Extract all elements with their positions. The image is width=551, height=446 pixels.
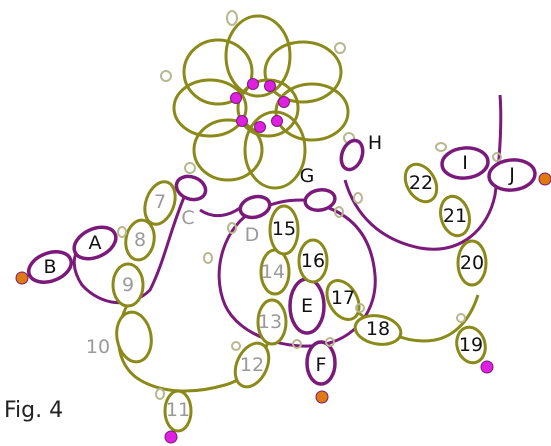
ring-J [487,158,537,192]
ring-I [440,146,490,180]
ring-21 [439,194,471,238]
ring-B [27,250,73,284]
label-9: 9 [122,274,134,296]
label-J: J [508,164,515,186]
purple-rings [27,138,537,386]
ring-C [174,174,208,202]
ring-19 [455,325,487,365]
orange-bead [538,172,551,186]
label-14: 14 [261,261,285,283]
label-15: 15 [272,218,296,240]
label-22: 22 [409,172,433,194]
olive-rings [111,162,488,433]
label-H: H [368,132,382,154]
figure-caption: Fig. 4 [4,398,64,423]
flower-picots [160,10,355,174]
chain-picots [117,142,502,400]
flower-petal [236,78,300,138]
label-19: 19 [459,334,483,356]
label-21: 21 [443,205,467,227]
flower-petal [192,118,264,182]
label-7: 7 [154,191,166,213]
ring-16 [297,238,329,284]
label-11: 11 [166,399,190,421]
ring-9 [111,262,145,308]
ring-11 [163,389,193,433]
orange-bead [15,271,29,285]
ring-A [72,225,118,261]
ring-20 [456,239,488,287]
label-G: G [300,165,315,187]
ring-10 [115,310,153,364]
label-13: 13 [258,311,282,333]
label-20: 20 [460,252,484,274]
label-A: A [89,232,102,254]
flower-petal [182,38,254,106]
flower-petal [243,110,307,190]
label-17: 17 [331,287,355,309]
label-E: E [301,295,313,317]
ring-D [238,194,272,220]
ring-22 [403,162,439,204]
ring-G [303,188,337,212]
ring-F [305,340,337,386]
ring-labels: A B C D E F G H I J 7 8 9 10 11 12 13 14… [43,132,514,421]
ring-12 [233,341,271,389]
label-18: 18 [366,318,390,340]
label-B: B [43,256,56,278]
label-16: 16 [301,250,325,272]
ring-13 [256,298,288,346]
end-beads [15,172,551,444]
ring-H [339,138,365,172]
flower-petal [263,40,343,104]
label-I: I [462,152,468,174]
flower-petal [172,78,248,138]
orange-bead [315,390,329,404]
right-chain [343,94,503,251]
ring-7 [143,180,177,226]
label-F: F [316,354,327,376]
label-D: D [245,224,260,246]
magenta-bead [480,360,494,374]
flower-petal [224,14,292,98]
ring-15 [268,204,300,256]
label-12: 12 [240,354,264,376]
label-C: C [181,207,194,229]
ring-18 [353,314,403,346]
label-10: 10 [86,336,110,358]
ring-17 [325,279,361,321]
magenta-bead [164,430,178,444]
flower-motif [172,14,350,190]
ring-8 [124,218,156,262]
flower-beads [230,78,290,133]
label-8: 8 [134,229,146,251]
